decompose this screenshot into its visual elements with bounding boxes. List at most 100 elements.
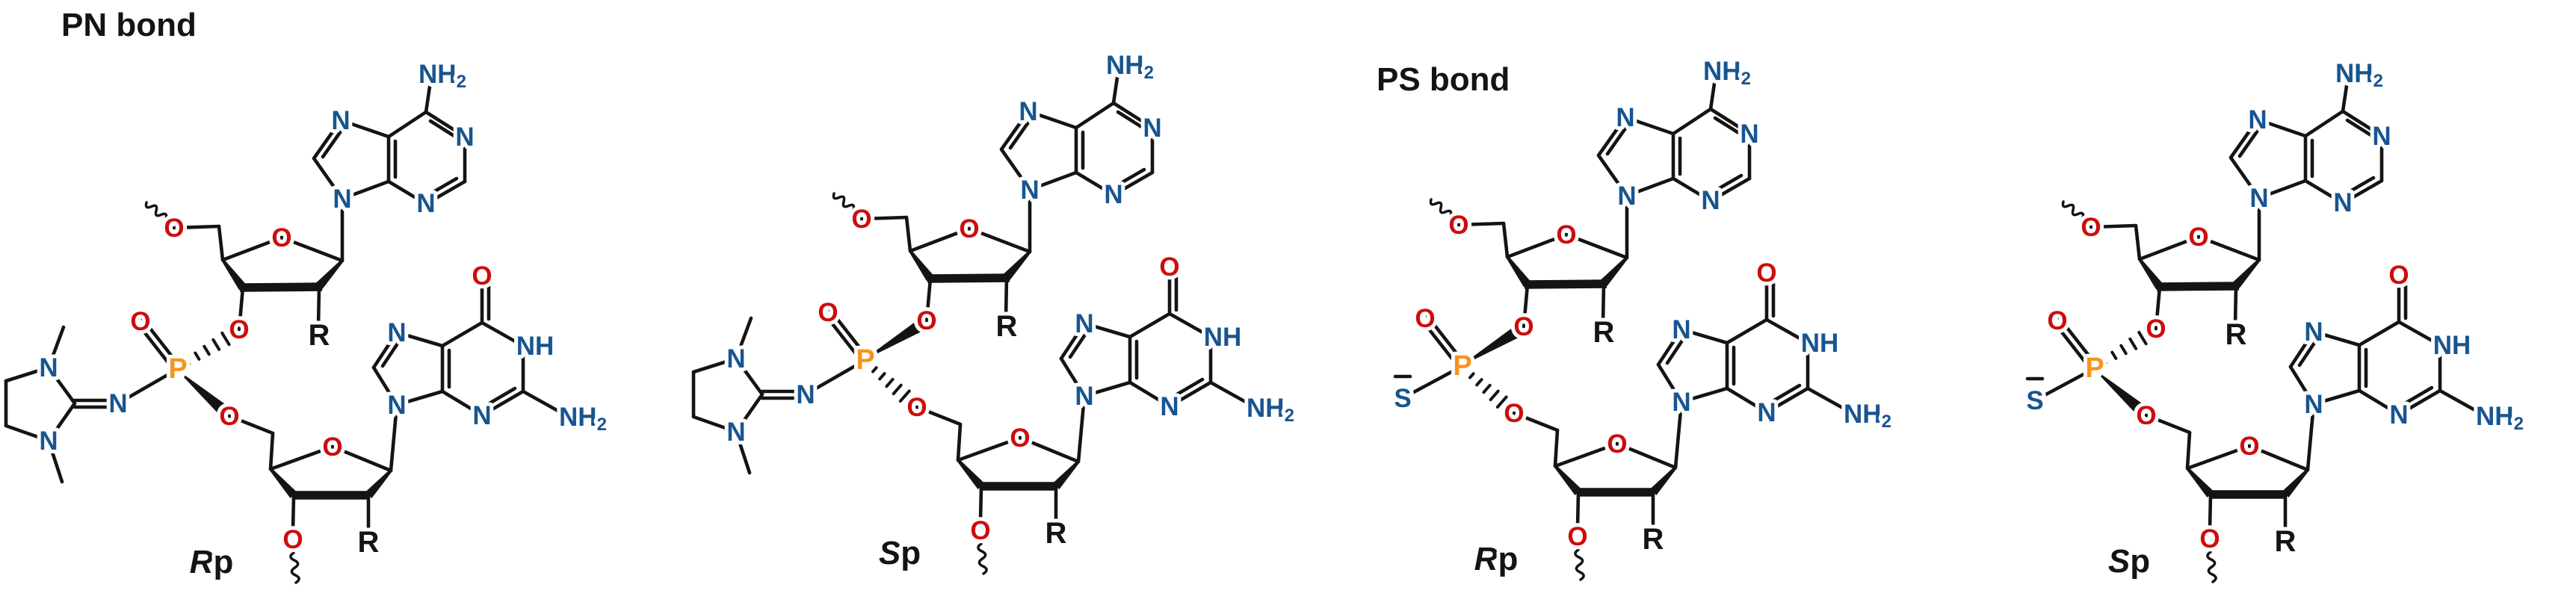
bond [1111,170,1155,197]
bond [1553,428,1560,468]
bond [734,392,765,434]
atom-O: O [2188,223,2208,252]
bond [1656,327,1684,367]
bond [380,339,401,368]
chain-continuation-squiggle [977,542,988,575]
atom-P: P [1453,350,1471,382]
atom-O: O [164,214,184,243]
stereo-hash-bond-upper [229,324,241,341]
bold-bond [239,282,323,292]
bond [1400,364,1465,400]
bond [220,235,284,262]
bond [2247,444,2310,472]
atom-NH: NH [2433,331,2471,360]
bond [1004,275,1009,320]
atom-N: N [108,389,127,418]
bond [2341,84,2349,114]
bond [1623,115,1675,136]
stereo-hash-bond-lower [1503,401,1516,416]
bond [1605,124,1629,156]
stereo-wedge-bond-lower [2101,374,2147,417]
bond [279,235,345,263]
bond [2228,117,2260,160]
bond [1522,282,1530,329]
ring-wedge-bond [1506,255,1531,288]
atom-N: N [1143,114,1161,143]
atom-O: O [2146,314,2166,344]
atom-N: N [387,391,406,420]
atom-N: N [39,427,58,456]
atom-O: O [1567,522,1587,551]
bond [2397,388,2442,417]
bond [2237,126,2261,158]
stereo-hash-bond-upper [185,358,191,366]
bond [978,484,983,524]
ring-wedge-bond [365,469,392,499]
atom-R: R [1045,517,1067,550]
ring-wedge-bond [909,249,934,282]
stereo-hash-bond-upper [2128,337,2138,350]
bond [389,403,399,473]
bond [1708,176,1752,203]
atom-O: O [1415,304,1435,333]
atom-N: N [2304,317,2323,347]
atom-O: O [229,315,249,344]
atom-N: N [1075,309,1093,338]
bond [1596,115,1628,158]
ring-wedge-bond [2186,467,2214,497]
stereo-label-Rp: Rp [190,544,234,580]
bond [395,389,445,407]
bond [1673,400,1684,470]
atom-N: N [455,123,474,152]
bond [1512,411,1560,432]
bond [1725,386,1769,415]
bond [424,110,467,139]
bond [999,147,1032,192]
bond [135,321,177,373]
atom-O: O [2199,524,2220,553]
bond [371,365,399,407]
atom-R: R [358,526,380,559]
bond [2357,388,2401,417]
chain-continuation-squiggle [832,192,856,211]
bond [956,435,1022,462]
bond [440,320,484,348]
atom-NH: NH [1204,323,1242,352]
atom-O: O [970,516,990,545]
atom-O: O [130,307,150,336]
bond [691,415,738,434]
bond [371,330,399,370]
atom-O: O [1556,220,1576,249]
chain-continuation-squiggle [144,201,168,220]
bond [1059,356,1087,398]
bond [1625,176,1675,198]
bond [46,365,77,406]
atom-NH2: NH2 [1247,394,1294,426]
bond [2185,430,2192,471]
bond [2144,413,2192,435]
stereo-label-Sp: Sp [2108,543,2150,580]
bond [426,176,459,197]
bond [859,215,909,221]
ring-wedge-bond [957,459,985,489]
bond [321,127,345,159]
bond [480,320,525,348]
atom-N: N [726,344,745,373]
stereo-hash-bond-upper [211,338,221,351]
bond [4,424,51,443]
atom-N: N [1020,176,1039,205]
bond [521,389,564,415]
bond [1167,311,1213,339]
bond [1128,380,1172,409]
bond [1671,107,1713,136]
atom-NH2: NH2 [1844,400,1891,432]
bond [2185,444,2252,471]
bond [2154,285,2162,331]
bond [46,438,64,484]
bold-bond [1524,279,1607,289]
bond [1708,107,1752,136]
atom-N: N [387,318,406,347]
atom-N: N [2372,122,2391,151]
stereo-hash-bond-upper [2119,344,2128,356]
